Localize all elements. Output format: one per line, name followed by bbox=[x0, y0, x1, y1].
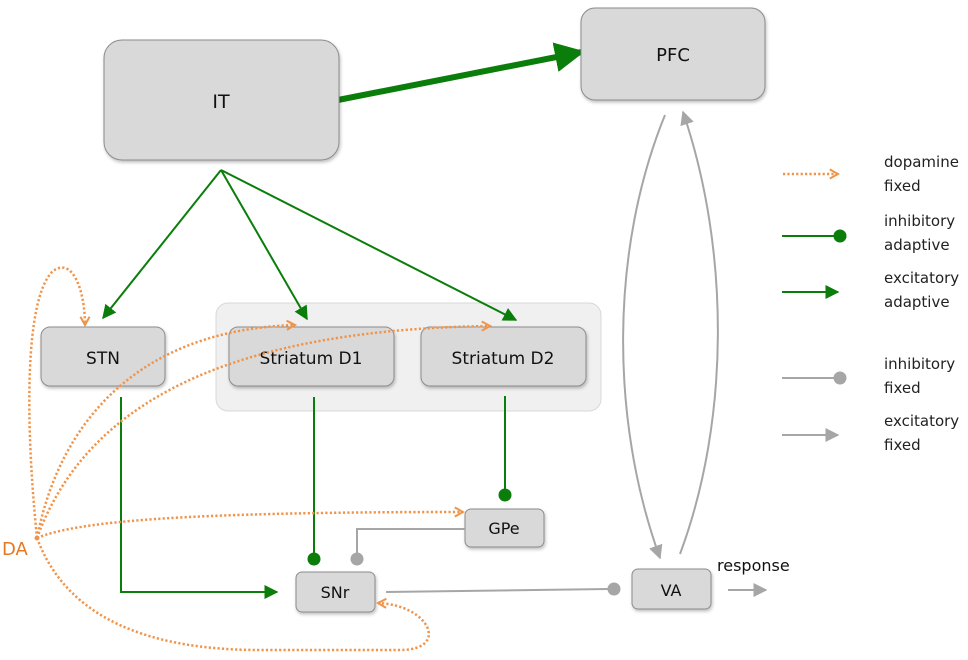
legend-inhibitory-fixed-line1: inhibitory bbox=[884, 355, 955, 373]
edge-stn-snr bbox=[120, 397, 279, 599]
inhibit-d1-snr-end bbox=[307, 552, 321, 566]
legend-dopamine-line1: dopamine bbox=[884, 153, 959, 171]
legend-item-dopamine-fixed: dopamine fixed bbox=[783, 153, 959, 195]
inhibit-d2-gpe-end bbox=[498, 488, 512, 502]
node-gpe-label: GPe bbox=[488, 519, 519, 538]
node-striatum-d1-label: Striatum D1 bbox=[260, 349, 363, 369]
edge-it-d2 bbox=[220, 169, 518, 321]
node-stn-label: STN bbox=[86, 349, 120, 369]
edge-da-d1 bbox=[35, 325, 295, 539]
edge-da-gpe bbox=[36, 512, 463, 540]
edge-da-stn bbox=[28, 266, 85, 539]
edge-snr-va bbox=[385, 588, 609, 593]
node-it[interactable]: IT bbox=[103, 39, 340, 161]
edge-gpe-snr bbox=[356, 528, 465, 553]
node-gpe[interactable]: GPe bbox=[464, 508, 545, 548]
edge-it-stn bbox=[102, 169, 222, 320]
da-origin-dot bbox=[34, 535, 40, 541]
legend-inhibitory-adaptive-dot bbox=[833, 229, 847, 243]
edge-va-pfc bbox=[679, 110, 719, 555]
inhibit-snr-va-end bbox=[607, 582, 621, 596]
inhibit-gpe-snr-end bbox=[350, 552, 364, 566]
node-va-label: VA bbox=[661, 581, 682, 600]
edge-pfc-va bbox=[622, 114, 666, 560]
da-label: DA bbox=[2, 539, 29, 560]
node-snr[interactable]: SNr bbox=[295, 571, 376, 613]
node-striatum-d1[interactable]: Striatum D1 bbox=[228, 326, 395, 387]
node-stn[interactable]: STN bbox=[40, 326, 166, 387]
legend-inhibitory-fixed-dot bbox=[833, 371, 847, 385]
legend-excitatory-adaptive-line2: adaptive bbox=[884, 293, 950, 311]
legend-item-inhibitory-adaptive: inhibitory adaptive bbox=[782, 212, 955, 254]
legend-dopamine-line2: fixed bbox=[884, 177, 921, 195]
legend-item-excitatory-fixed: excitatory fixed bbox=[782, 412, 959, 454]
edge-da-snr bbox=[35, 537, 431, 652]
it-projections bbox=[102, 169, 518, 321]
legend-excitatory-adaptive-line1: excitatory bbox=[884, 269, 959, 287]
legend-inhibitory-adaptive-line1: inhibitory bbox=[884, 212, 955, 230]
legend: dopamine fixed inhibitory adaptive excit… bbox=[782, 153, 959, 454]
legend-excitatory-fixed-line2: fixed bbox=[884, 436, 921, 454]
node-pfc[interactable]: PFC bbox=[580, 7, 766, 101]
bg-adaptive-edges bbox=[120, 396, 506, 599]
edge-it-d1 bbox=[220, 169, 308, 321]
legend-inhibitory-adaptive-line2: adaptive bbox=[884, 236, 950, 254]
node-snr-label: SNr bbox=[321, 583, 350, 602]
legend-item-inhibitory-fixed: inhibitory fixed bbox=[782, 355, 955, 397]
node-pfc-label: PFC bbox=[656, 45, 690, 66]
node-it-label: IT bbox=[212, 91, 230, 113]
legend-inhibitory-fixed-line2: fixed bbox=[884, 379, 921, 397]
fixed-edges bbox=[356, 110, 768, 597]
legend-excitatory-fixed-line1: excitatory bbox=[884, 412, 959, 430]
node-striatum-d2[interactable]: Striatum D2 bbox=[420, 326, 587, 387]
node-va[interactable]: VA bbox=[631, 568, 712, 610]
edge-it-pfc bbox=[337, 42, 585, 103]
dopamine-edges bbox=[28, 266, 490, 652]
node-striatum-d2-label: Striatum D2 bbox=[452, 349, 555, 369]
legend-item-excitatory-adaptive: excitatory adaptive bbox=[782, 269, 959, 311]
response-label: response bbox=[717, 556, 790, 575]
